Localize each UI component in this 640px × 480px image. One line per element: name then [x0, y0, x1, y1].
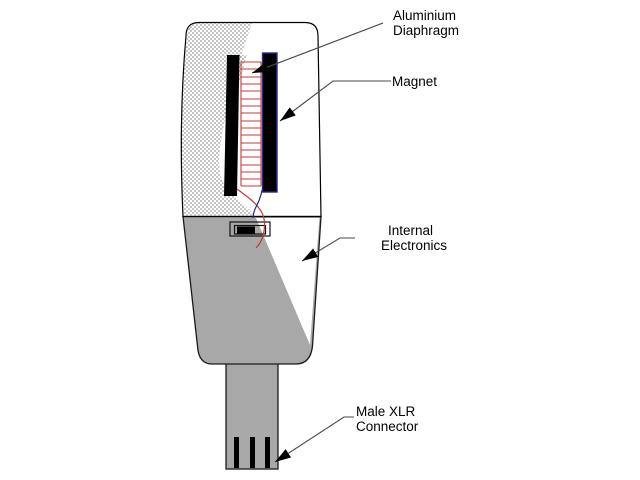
- wire-red: [236, 188, 266, 249]
- label-line: Male XLR: [356, 404, 416, 419]
- xlr-pin-3: [265, 437, 270, 468]
- wire-blue: [252, 189, 263, 219]
- ribbon-diaphragm: [240, 61, 262, 187]
- leader-magnet: [279, 80, 391, 122]
- label-line: Connector: [356, 419, 419, 434]
- label-aluminium-diaphragm: Aluminium Diaphragm: [393, 8, 459, 38]
- leader-male-xlr: [274, 416, 354, 463]
- label-line: Electronics: [381, 238, 448, 253]
- label-line: Magnet: [392, 74, 438, 89]
- label-line: Diaphragm: [393, 23, 460, 38]
- xlr-pin-2: [250, 437, 255, 468]
- label-magnet: Magnet: [392, 74, 437, 89]
- leader-internal-electronics: [301, 237, 355, 262]
- mic-head-outline: [180, 21, 322, 218]
- label-line: Aluminium: [393, 8, 457, 23]
- label-male-xlr-connector: Male XLR Connector: [356, 404, 418, 434]
- xlr-pin-1: [234, 437, 239, 468]
- electronics-module: [229, 221, 271, 237]
- grille-mesh: [181, 23, 255, 216]
- label-line: Internal: [388, 223, 434, 238]
- label-internal-electronics: Internal Electronics: [381, 223, 447, 253]
- magnet-bar-right: [261, 52, 278, 193]
- leader-aluminium-diaphragm: [251, 22, 384, 74]
